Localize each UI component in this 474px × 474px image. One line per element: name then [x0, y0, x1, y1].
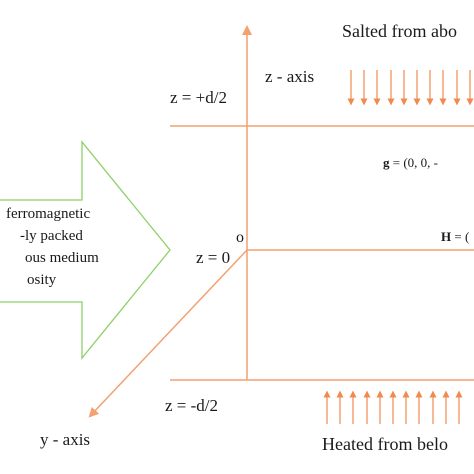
salt-arrows	[347, 70, 474, 106]
heated-label: Heated from belo	[322, 434, 448, 454]
salted-label: Salted from abo	[342, 21, 457, 41]
field-label: H = (	[441, 229, 469, 244]
medium-line-2: -ly packed	[20, 228, 83, 244]
gravity-vector: = (0, 0, -	[390, 155, 439, 170]
y-axis-line	[88, 249, 248, 418]
right-arrow-icon	[0, 140, 171, 360]
z-bottom-label: z = -d/2	[165, 396, 218, 415]
field-vector: = (	[451, 229, 469, 244]
medium-line-3: ous medium	[25, 250, 99, 266]
origin-label: o	[236, 229, 244, 246]
z-mid-label: z = 0	[196, 248, 230, 267]
field-symbol: H	[441, 229, 451, 244]
y-axis-label: y - axis	[40, 430, 90, 449]
medium-line-4: osity	[27, 272, 57, 288]
gravity-symbol: g	[383, 155, 390, 170]
z-axis-label: z - axis	[265, 67, 314, 86]
z-top-label: z = +d/2	[170, 88, 227, 107]
medium-line-1: ferromagnetic	[6, 206, 90, 222]
gravity-label: g = (0, 0, -	[383, 155, 438, 170]
heat-arrows	[323, 390, 463, 424]
